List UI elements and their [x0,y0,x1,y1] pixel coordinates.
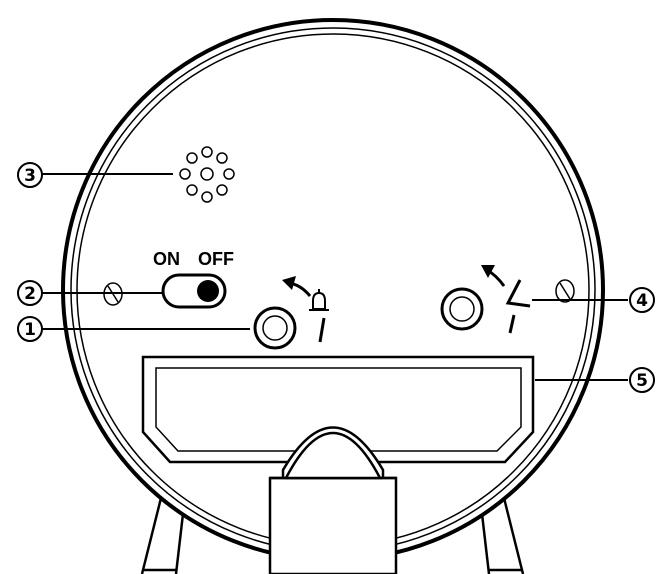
alarm-switch[interactable]: ON OFF [153,249,234,309]
clock-hands-icon [505,279,531,334]
callout-2: 2 [17,280,43,306]
callout-4: 4 [629,287,655,313]
callout-5: 5 [629,367,655,393]
pedestal-dome [283,432,383,480]
callout-lines [42,173,628,381]
rotate-arrow-icon [282,276,312,297]
switch-on-label: ON [153,249,180,269]
callout-2-label: 2 [24,284,36,304]
callout-3: 3 [17,162,43,188]
battery-compartment[interactable] [141,355,535,464]
alarm-hand-mark [318,317,326,343]
callout-1-label: 1 [24,320,36,340]
callout-5-label: 5 [636,371,648,391]
bell-icon [309,289,329,311]
callout-4-label: 4 [636,291,648,311]
switch-off-label: OFF [198,249,234,269]
callout-1: 1 [17,316,43,342]
speaker-grille [179,146,235,203]
rotate-arrow-icon [481,265,506,287]
alarm-set-knob[interactable] [253,306,297,350]
switch-knob[interactable] [197,280,219,302]
callout-3-label: 3 [24,166,36,186]
time-set-knob[interactable] [440,287,484,331]
screw-right [555,279,575,303]
